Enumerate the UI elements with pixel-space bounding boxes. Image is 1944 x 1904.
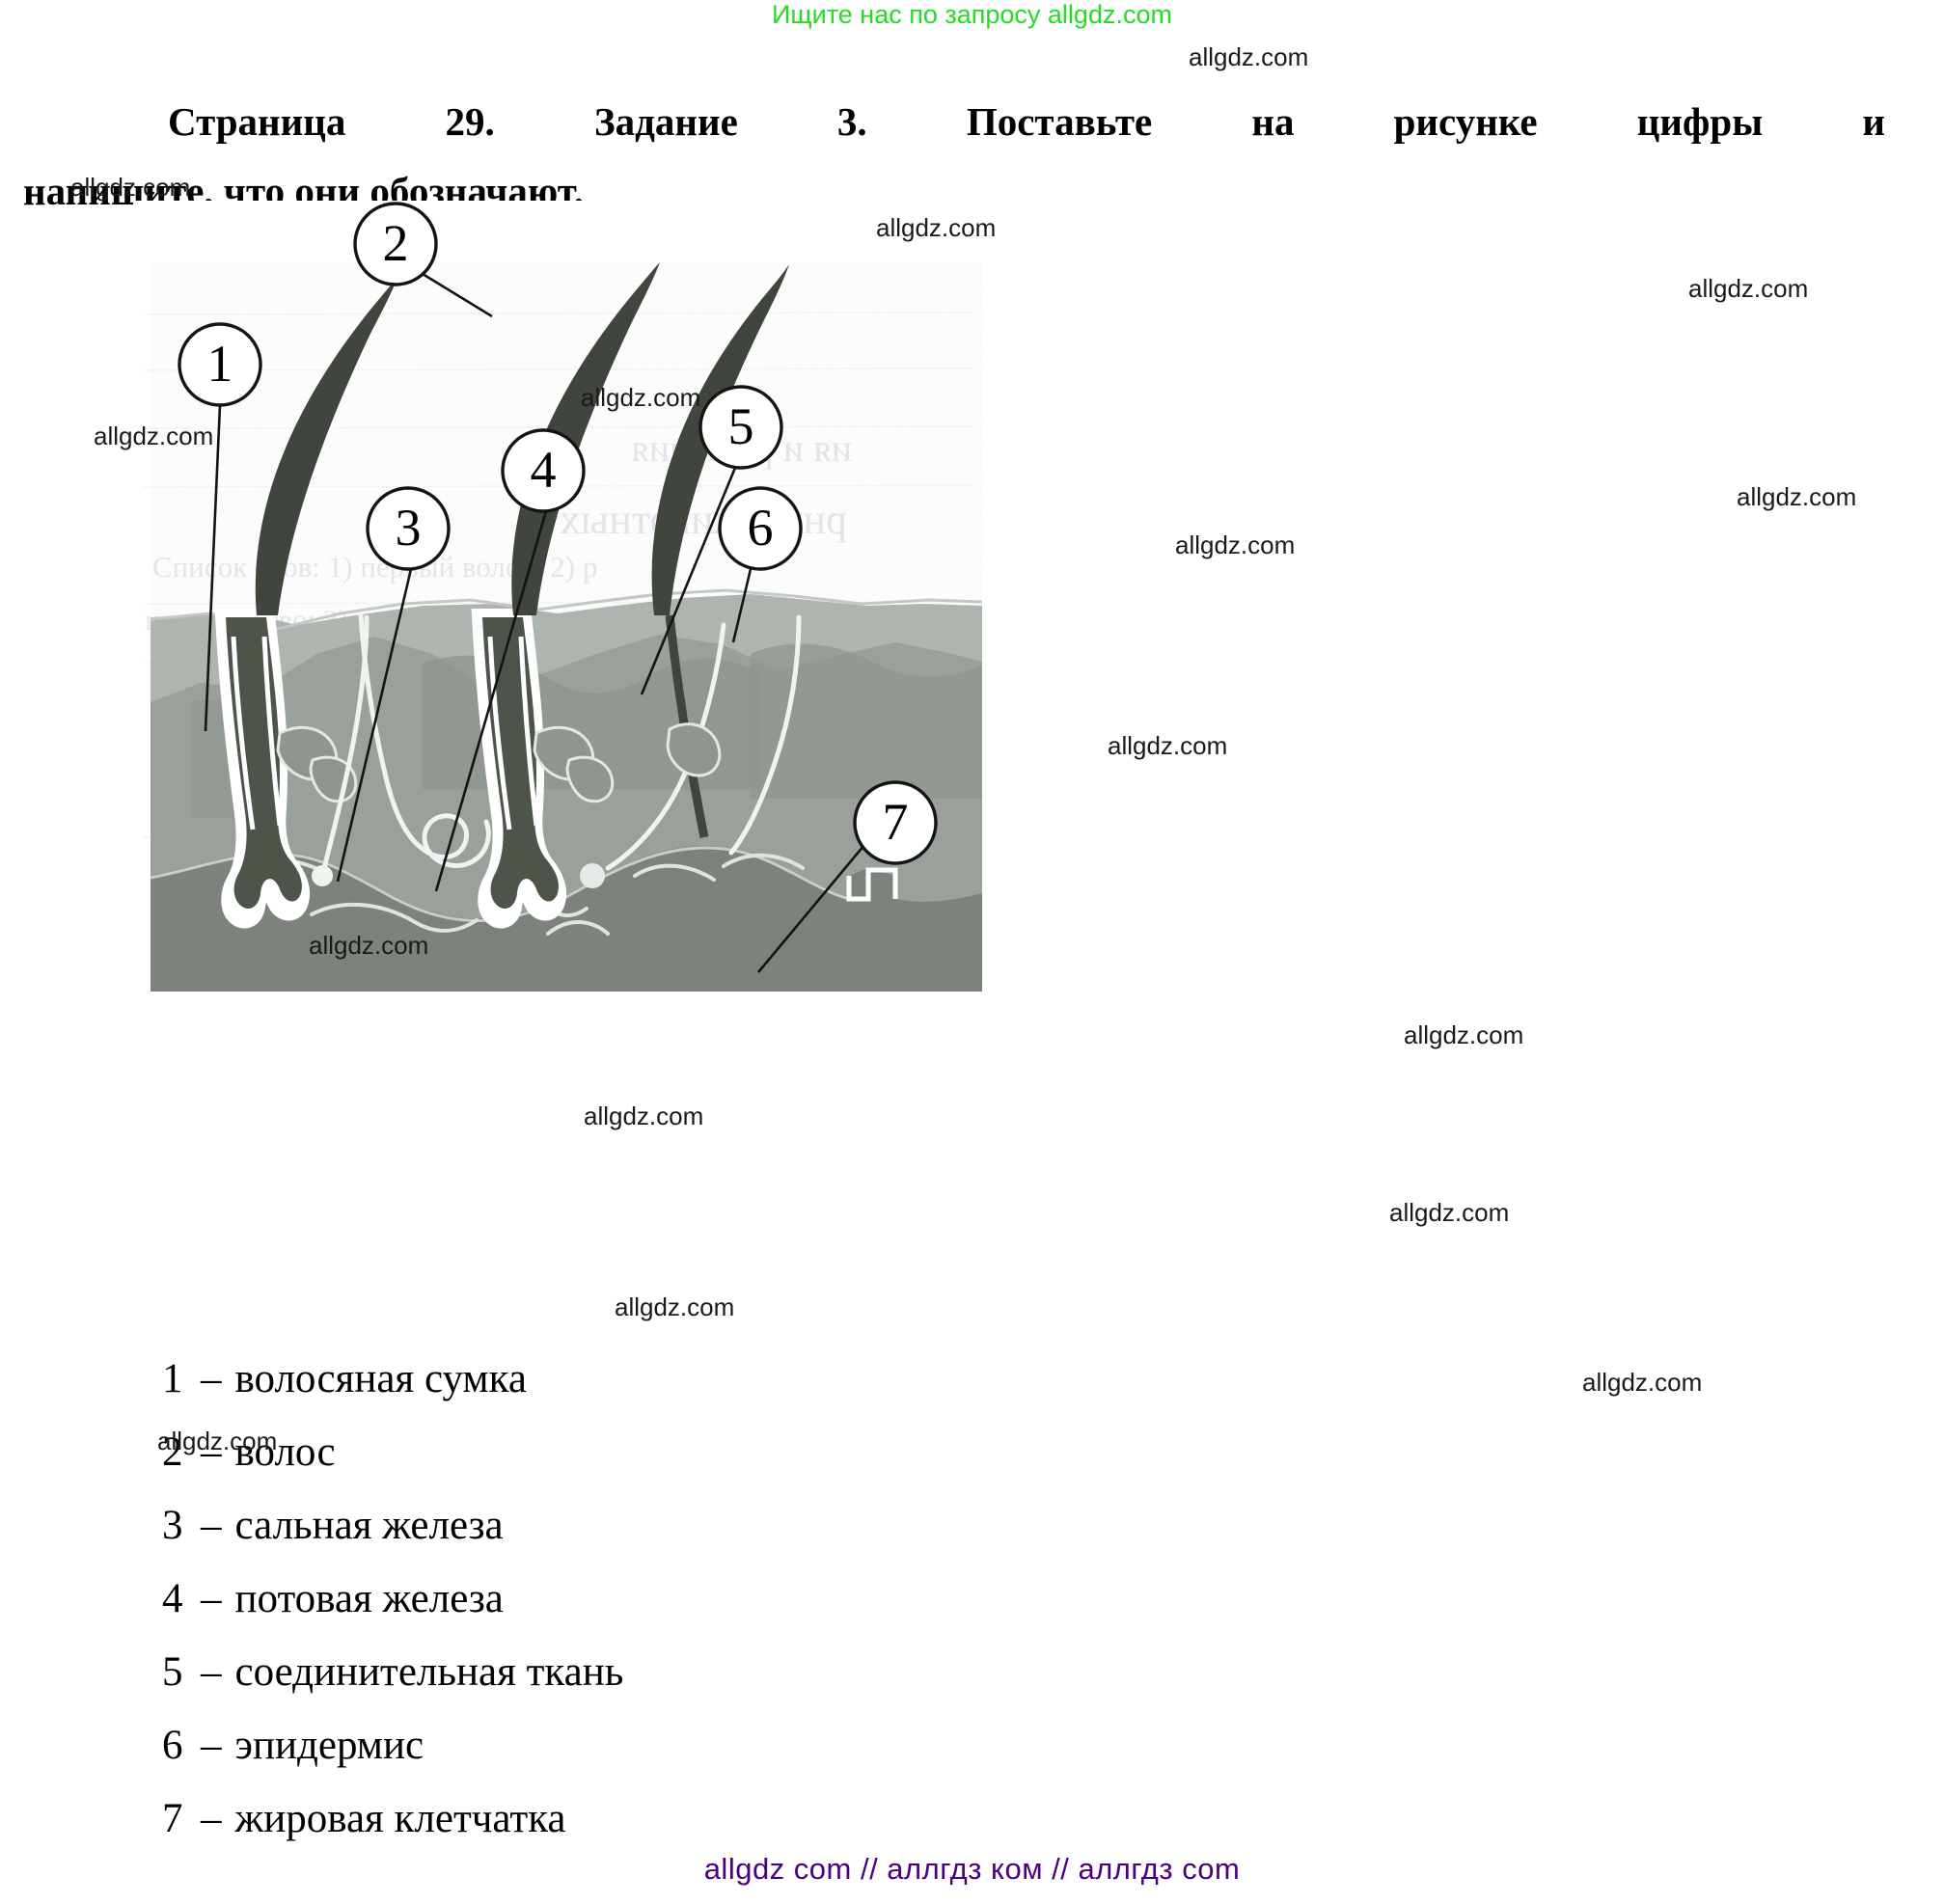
callout-2-number: 2 [383, 214, 409, 272]
callout-7-number: 7 [883, 793, 909, 851]
callout-6[interactable]: 6 [718, 486, 803, 571]
legend-item-1: 1–волосяная сумка [162, 1343, 623, 1416]
page-title: Страница 29. Задание 3. Поставьте на рис… [23, 87, 1885, 226]
callout-1-number: 1 [207, 335, 233, 393]
search-prompt-banner: Ищите нас по запросу allgdz.com [772, 0, 1172, 29]
skin-cross-section-diagram: ия и решения рных животных Список слов: … [133, 201, 982, 1001]
watermark-3: allgdz.com [876, 213, 997, 242]
callout-2[interactable]: 2 [353, 202, 438, 286]
legend-item-7-dash: – [201, 1796, 222, 1841]
callout-4-number: 4 [531, 441, 557, 499]
legend-item-7-number: 7 [162, 1796, 183, 1841]
legend-item-4: 4–потовая железа [162, 1563, 623, 1636]
svg-text:рных животных: рных животных [560, 496, 847, 543]
callout-5-number: 5 [728, 397, 754, 455]
legend-item-4-number: 4 [162, 1576, 183, 1621]
legend-item-2-dash: – [201, 1429, 222, 1475]
page-title-line-1: Страница 29. Задание 3. Поставьте на рис… [168, 99, 1885, 144]
watermark-5: allgdz.com [581, 383, 701, 412]
legend-item-5-dash: – [201, 1649, 222, 1695]
legend-item-3-dash: – [201, 1503, 222, 1548]
legend-item-2-number: 2 [162, 1429, 183, 1475]
watermark-9: allgdz.com [1108, 731, 1228, 760]
callout-7[interactable]: 7 [853, 780, 938, 865]
legend-item-3-label: сальная железа [234, 1503, 504, 1548]
watermark-13: allgdz.com [1389, 1198, 1510, 1227]
watermark-10: allgdz.com [309, 931, 429, 960]
watermark-6: allgdz.com [94, 422, 214, 450]
callout-3-number: 3 [396, 499, 422, 557]
watermark-1: allgdz.com [1189, 42, 1309, 71]
watermark-4: allgdz.com [1688, 274, 1809, 303]
legend-item-6: 6–эпидермис [162, 1709, 623, 1782]
legend-item-4-dash: – [201, 1576, 222, 1621]
watermark-7: allgdz.com [1737, 482, 1857, 511]
legend-item-3: 3–сальная железа [162, 1489, 623, 1563]
callout-3[interactable]: 3 [366, 486, 451, 571]
footer-watermark: allgdz com // аллгдз ком // аллгдз com [703, 1852, 1241, 1886]
legend-item-5-number: 5 [162, 1649, 183, 1695]
callout-circles: 1 2 3 4 5 6 7 [178, 202, 938, 865]
callout-6-number: 6 [748, 499, 774, 557]
watermark-14: allgdz.com [615, 1292, 735, 1321]
legend-item-1-number: 1 [162, 1356, 183, 1401]
legend-item-7-label: жировая клетчатка [234, 1796, 566, 1841]
legend-item-2-label: волос [234, 1429, 336, 1475]
legend-item-5-label: соединительная ткань [234, 1649, 624, 1695]
watermark-12: allgdz.com [584, 1102, 704, 1130]
callout-4[interactable]: 4 [501, 428, 586, 513]
legend-item-6-label: эпидермис [234, 1723, 424, 1768]
legend-item-3-number: 3 [162, 1503, 183, 1548]
watermark-2: allgdz.com [70, 173, 191, 202]
watermark-15: allgdz.com [1582, 1368, 1703, 1397]
legend-item-1-dash: – [201, 1356, 222, 1401]
watermark-11: allgdz.com [1404, 1020, 1524, 1049]
callout-1[interactable]: 1 [178, 322, 262, 407]
legend-list: 1–волосяная сумка 2–волос 3–сальная желе… [162, 1343, 623, 1856]
legend-item-6-dash: – [201, 1723, 222, 1768]
legend-item-6-number: 6 [162, 1723, 183, 1768]
callout-5[interactable]: 5 [698, 385, 783, 470]
callout-leader-lines [204, 272, 865, 973]
watermark-16: allgdz.com [157, 1427, 278, 1455]
watermark-8: allgdz.com [1175, 530, 1296, 559]
legend-item-1-label: волосяная сумка [234, 1356, 527, 1401]
legend-item-7: 7–жировая клетчатка [162, 1782, 623, 1856]
legend-item-2: 2–волос [162, 1416, 623, 1489]
legend-item-5: 5–соединительная ткань [162, 1636, 623, 1709]
legend-item-4-label: потовая железа [234, 1576, 504, 1621]
